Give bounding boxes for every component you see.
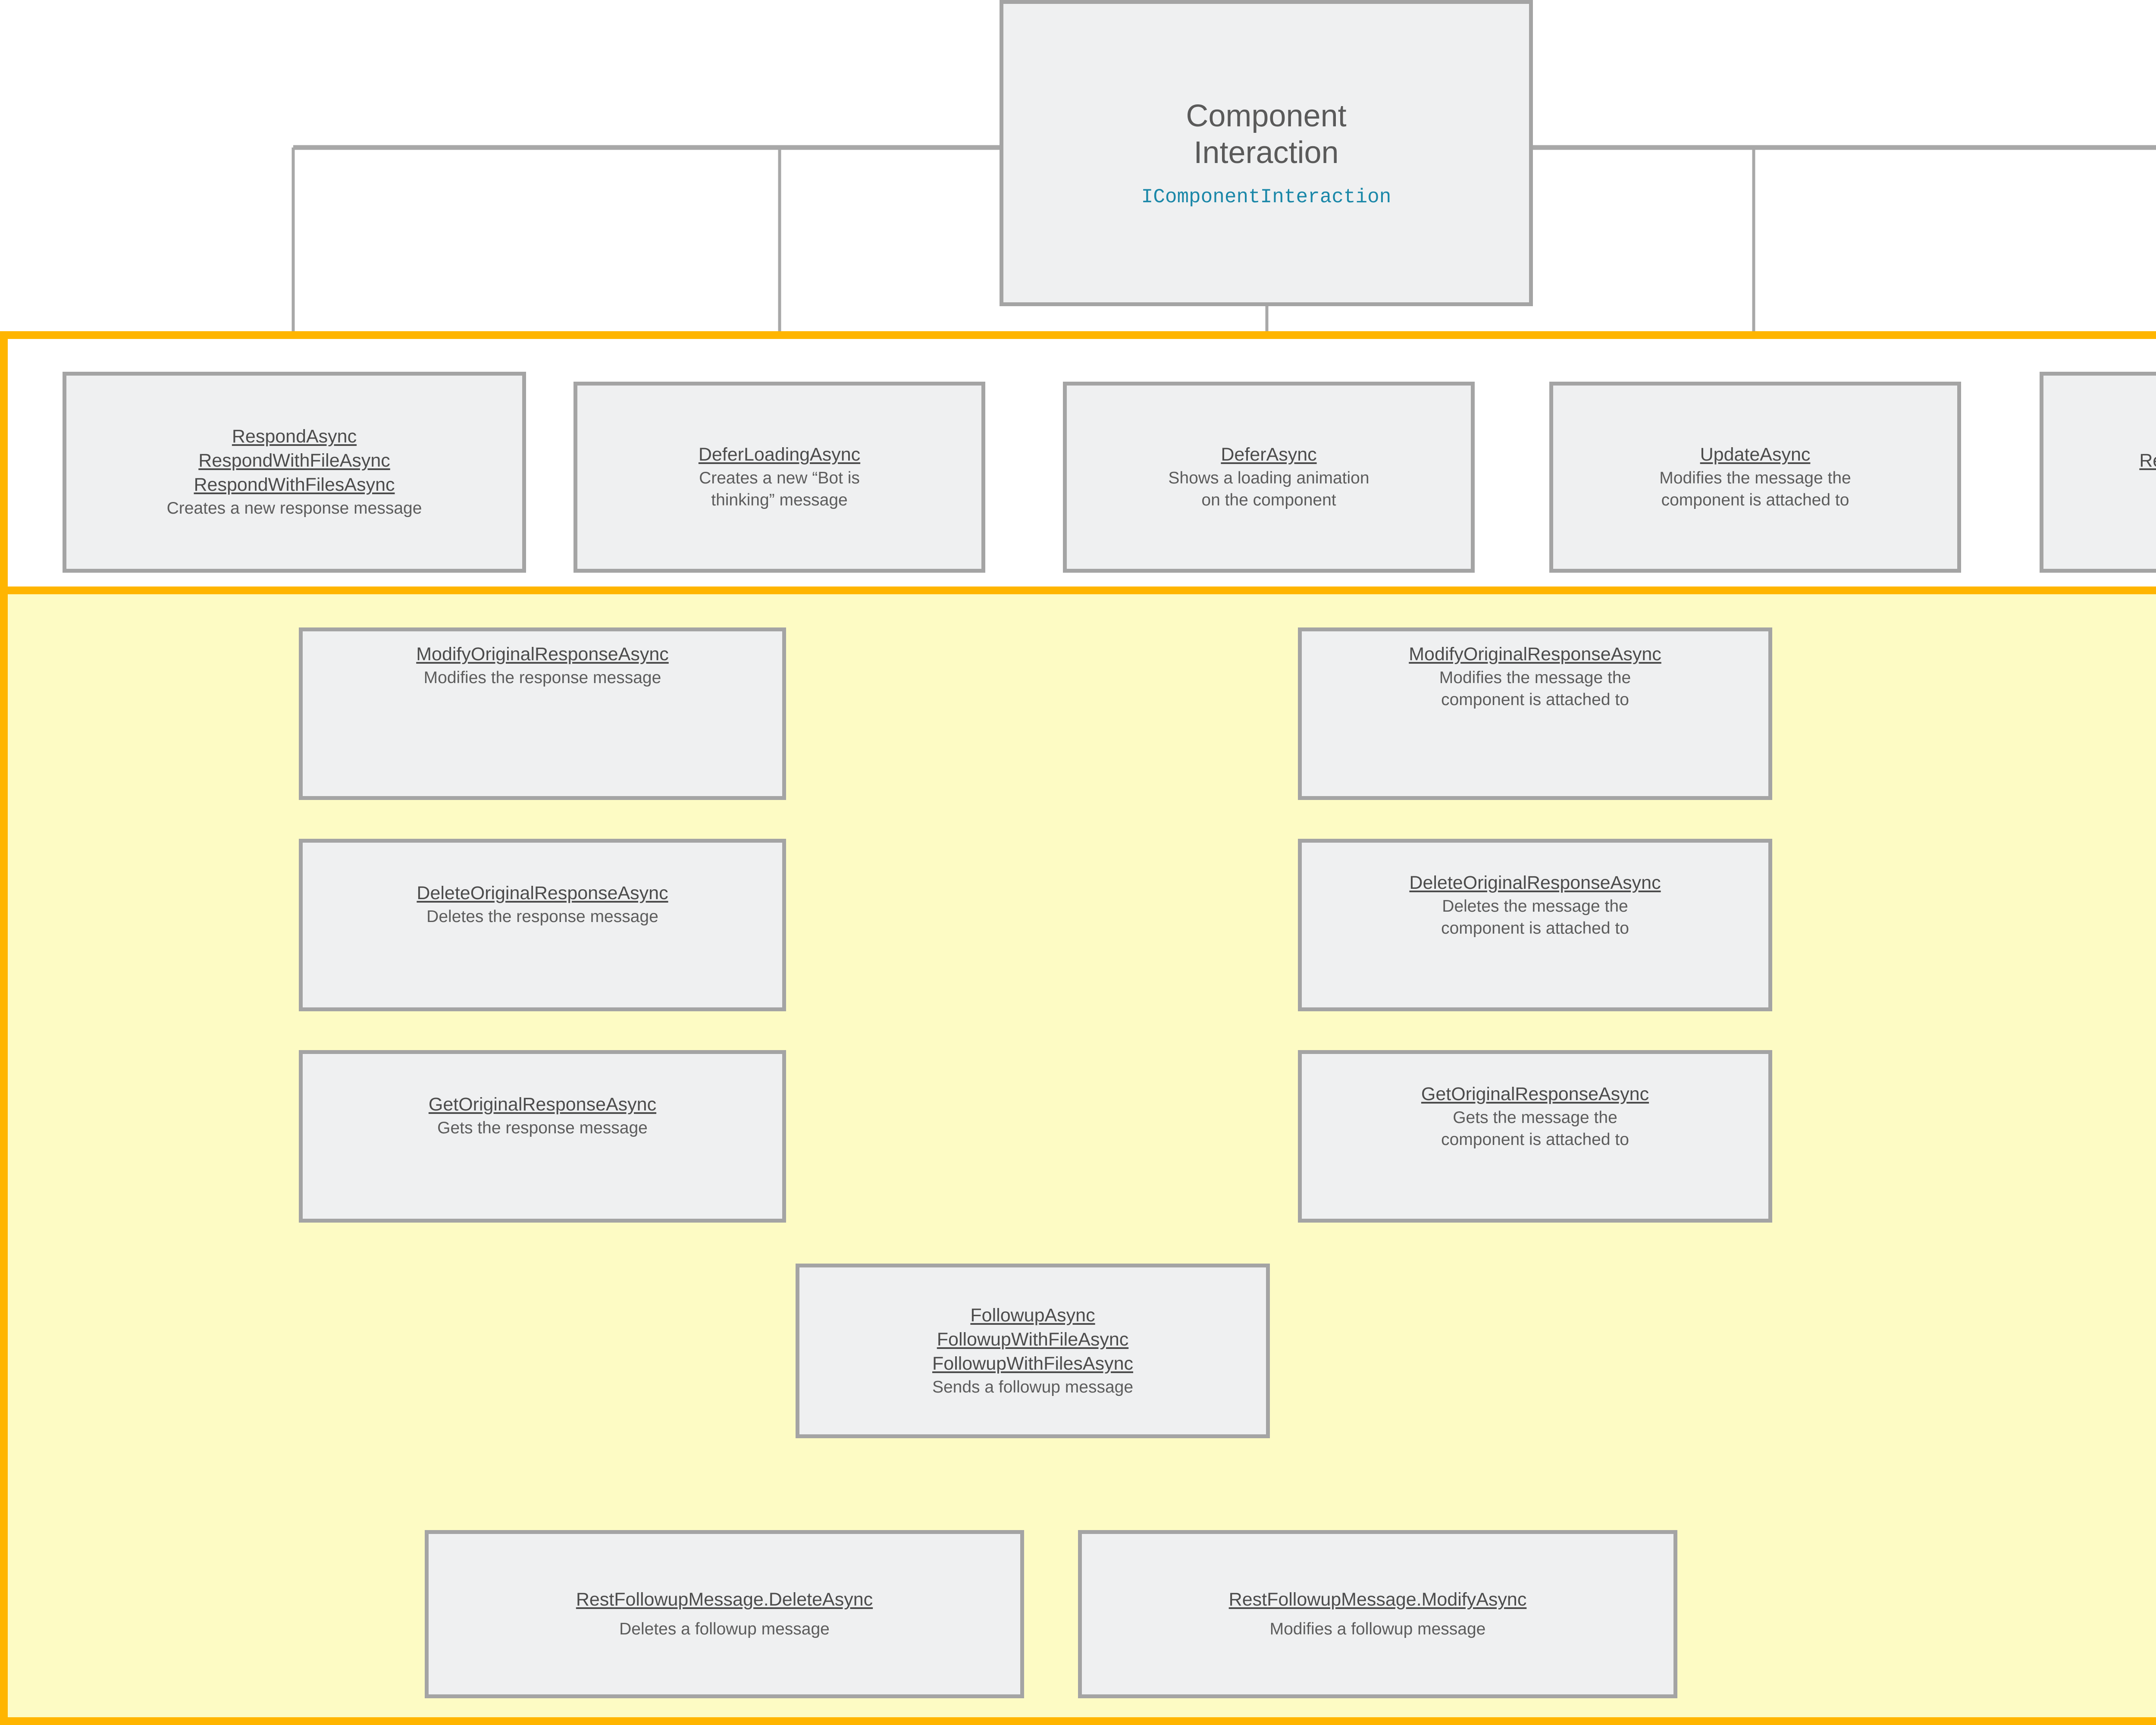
method-name[interactable]: UpdateAsync [1700,444,1811,465]
root-interface-name: IComponentInteraction [1141,185,1391,208]
method-description: Deletes the response message [426,907,658,926]
method-name[interactable]: ModifyOriginalResponseAsync [416,644,669,665]
root-title-line2: Interaction [1194,135,1339,170]
node-respond-async[interactable]: RespondAsync RespondWithFileAsync Respon… [63,372,526,573]
node-defer-async[interactable]: DeferAsync Shows a loading animation on … [1063,382,1475,573]
method-description: Modifies a followup message [1269,1620,1486,1639]
method-description: Gets the message the component is attach… [1441,1108,1629,1149]
method-description: Creates a new “Bot is thinking” message [699,468,860,510]
method-description: Modifies the message the component is at… [1439,668,1631,709]
method-name[interactable]: FollowupWithFilesAsync [932,1353,1133,1374]
node-defer-loading-async[interactable]: DeferLoadingAsync Creates a new “Bot is … [573,382,985,573]
node-respond-with-modal-async[interactable]: RespondWithModalAsync Responds with a mo… [2040,372,2156,573]
method-name[interactable]: RespondAsync [232,426,357,447]
method-name[interactable]: RespondWithFileAsync [198,450,390,471]
method-name[interactable]: DeferAsync [1221,444,1317,465]
method-name[interactable]: RestFollowupMessage.ModifyAsync [1228,1589,1527,1610]
node-get-original-response-async-component[interactable]: GetOriginalResponseAsync Gets the messag… [1298,1050,1772,1223]
node-update-async[interactable]: UpdateAsync Modifies the message the com… [1549,382,1961,573]
method-description: Sends a followup message [932,1377,1134,1396]
method-name[interactable]: RespondWithModalAsync [2139,450,2156,471]
method-description: Deletes a followup message [619,1620,830,1639]
method-name[interactable]: FollowupAsync [970,1305,1095,1326]
method-name[interactable]: RestFollowupMessage.DeleteAsync [576,1589,873,1610]
root-node-component-interaction[interactable]: Component Interaction IComponentInteract… [1000,0,1533,306]
method-name[interactable]: FollowupWithFileAsync [937,1329,1129,1350]
node-rest-followup-message-modify-async[interactable]: RestFollowupMessage.ModifyAsync Modifies… [1078,1530,1677,1698]
method-description: Gets the response message [437,1118,648,1137]
node-get-original-response-async[interactable]: GetOriginalResponseAsync Gets the respon… [299,1050,786,1223]
method-description: Deletes the message the component is att… [1441,897,1629,938]
node-modify-original-response-async[interactable]: ModifyOriginalResponseAsync Modifies the… [299,627,786,800]
method-name[interactable]: GetOriginalResponseAsync [428,1094,657,1115]
method-name[interactable]: RespondWithFilesAsync [194,474,395,496]
root-title-line1: Component [1186,99,1347,134]
node-rest-followup-message-delete-async[interactable]: RestFollowupMessage.DeleteAsync Deletes … [425,1530,1024,1698]
node-delete-original-response-async[interactable]: DeleteOriginalResponseAsync Deletes the … [299,839,786,1011]
method-name[interactable]: DeleteOriginalResponseAsync [417,883,668,903]
method-name[interactable]: ModifyOriginalResponseAsync [1409,644,1661,665]
method-description: Creates a new response message [166,499,422,518]
method-name[interactable]: GetOriginalResponseAsync [1421,1084,1649,1104]
node-followup-async[interactable]: FollowupAsync FollowupWithFileAsync Foll… [796,1264,1270,1438]
method-description: Modifies the response message [423,668,661,687]
method-description: Modifies the message the component is at… [1659,468,1851,510]
method-name[interactable]: DeleteOriginalResponseAsync [1409,872,1661,893]
node-delete-original-response-async-component[interactable]: DeleteOriginalResponseAsync Deletes the … [1298,839,1772,1011]
method-description: Shows a loading animation on the compone… [1168,468,1369,510]
method-name[interactable]: DeferLoadingAsync [698,444,861,465]
node-modify-original-response-async-component[interactable]: ModifyOriginalResponseAsync Modifies the… [1298,627,1772,800]
